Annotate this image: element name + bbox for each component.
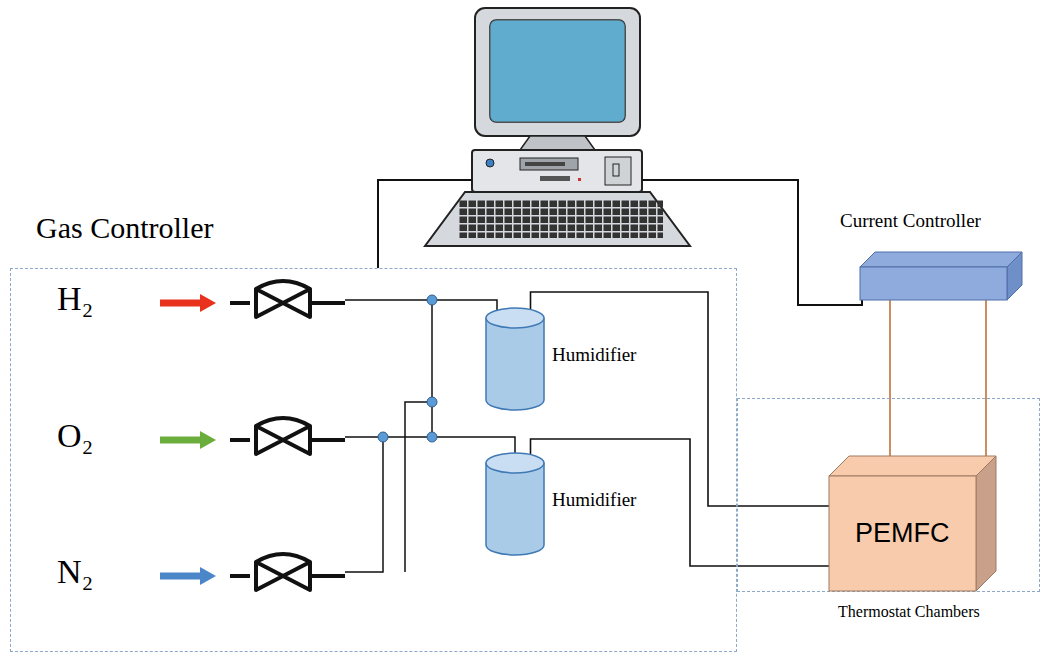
node-label: Thermostat Chambers	[838, 603, 980, 621]
signal-wire	[642, 180, 862, 305]
humidifier: Humidifier	[484, 306, 546, 412]
humidifier: Humidifier	[484, 451, 546, 557]
gas-name: N₂	[57, 553, 93, 591]
node-label: Humidifier	[552, 489, 636, 511]
current-wire	[889, 300, 891, 456]
gas-name: H₂	[57, 280, 93, 318]
gas-controller-region: Gas ControllerHumidifierHumidifier	[10, 268, 737, 652]
thermostat-chamber-region: Thermostat ChambersPEMFC	[737, 398, 1040, 592]
node-label: PEMFC	[855, 518, 950, 549]
current-controller: Current Controller	[860, 252, 1022, 300]
node-label: Gas Controller	[36, 211, 213, 245]
pemfc-stack: PEMFC	[829, 456, 996, 591]
gas-name: O₂	[57, 417, 93, 455]
current-wire	[985, 300, 987, 466]
node-label: Current Controller	[840, 210, 981, 232]
gas-inlets	[160, 294, 216, 585]
computer-illustration	[425, 8, 690, 246]
gas-line	[531, 439, 830, 566]
junction-dots	[378, 295, 437, 442]
node-label: Humidifier	[552, 344, 636, 366]
valve-symbols	[230, 281, 345, 590]
signal-wire	[378, 180, 472, 268]
gas-line	[531, 292, 830, 506]
